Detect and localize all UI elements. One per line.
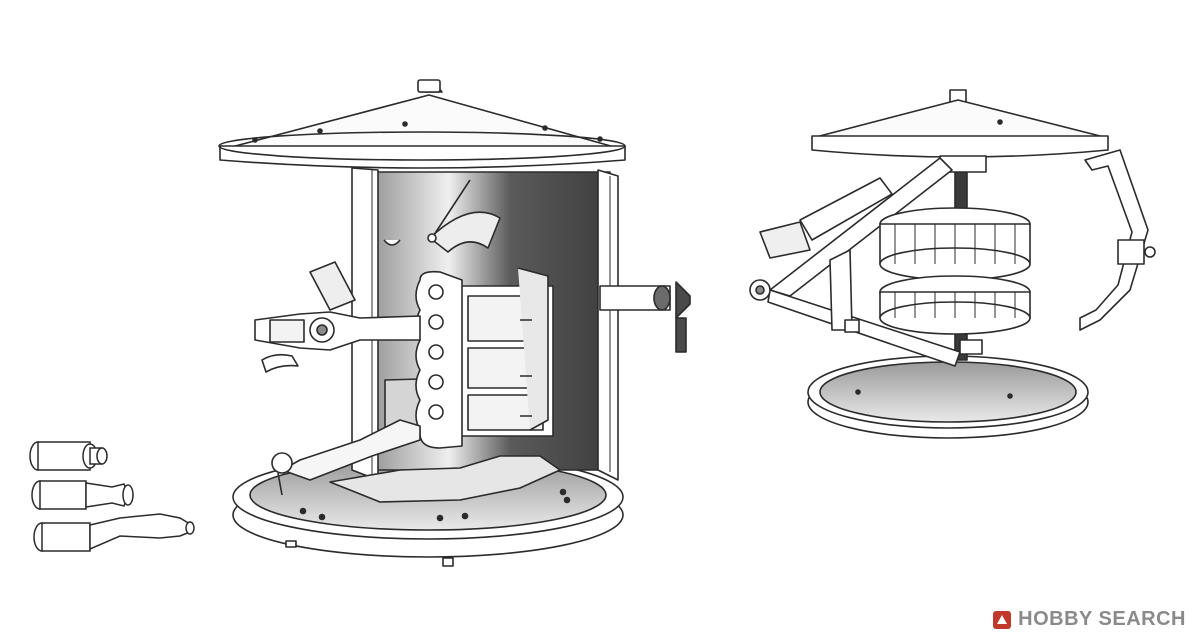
turret-assembled (218, 79, 691, 567)
handwheel (271, 419, 421, 496)
watermark: HOBBY SEARCH (992, 608, 1186, 631)
breech-assembly (254, 261, 421, 373)
side-bracket (1079, 149, 1156, 331)
elevation-quadrant (429, 211, 501, 253)
gun-barrel (599, 281, 691, 353)
ammo-feed-chain (415, 270, 463, 449)
ammunition-set (29, 441, 195, 552)
shell-short (29, 441, 108, 471)
gun-cradle (749, 157, 961, 367)
ammo-drum (879, 207, 1031, 335)
ammo-box (457, 267, 554, 437)
hobbysearch-logo-icon (993, 610, 1012, 629)
exploded-base-plate (807, 355, 1089, 439)
exploded-roof (811, 89, 1109, 158)
shell-medium (31, 480, 134, 510)
turret-floor-mount (329, 455, 561, 503)
turret-roof (218, 79, 626, 169)
turret-exploded (749, 89, 1156, 439)
watermark-text: HOBBY SEARCH (1018, 608, 1186, 630)
turret-door-panel (597, 169, 619, 481)
shell-long (33, 513, 195, 552)
